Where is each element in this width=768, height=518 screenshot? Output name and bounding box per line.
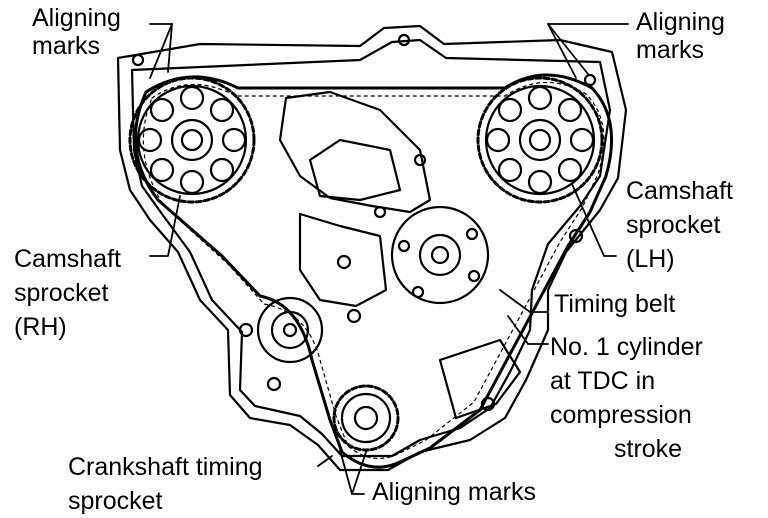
timing-belt-teeth <box>142 81 605 460</box>
label-camshaft-sprocket-lh: Camshaft sprocket (LH) <box>626 174 733 276</box>
label-aligning-marks-top-left: Aligning marks <box>32 4 121 60</box>
bolt <box>480 396 496 412</box>
engine-casting-detail-2 <box>298 212 388 308</box>
bolt <box>583 73 597 87</box>
label-line: Camshaft <box>626 177 733 205</box>
crankshaft-sprocket <box>332 384 400 452</box>
label-aligning-marks-top-right: Aligning marks <box>636 8 725 64</box>
engine-casting-detail <box>308 138 402 202</box>
label-line: stroke <box>614 435 683 463</box>
bolt <box>336 254 352 270</box>
label-crankshaft-sprocket: Crankshaft timing sprocket <box>68 450 263 518</box>
engine-cover-inner <box>130 38 612 458</box>
bolt <box>397 33 411 47</box>
lower-casting <box>438 338 522 420</box>
label-line: Aligning <box>32 4 121 32</box>
water-pump <box>390 205 490 305</box>
label-camshaft-sprocket-rh: Camshaft sprocket (RH) <box>14 242 121 344</box>
bolt <box>266 376 282 392</box>
bolt <box>413 153 427 167</box>
label-line: Crankshaft timing <box>68 453 263 481</box>
belt-tensioner <box>256 296 324 364</box>
label-aligning-marks-bottom: Aligning marks <box>372 478 536 506</box>
engine-casting <box>278 90 432 214</box>
leader-lines <box>149 23 629 495</box>
label-tdc-note: No. 1 cylinder at TDC in compression str… <box>550 330 703 466</box>
label-line: sprocket <box>626 211 721 239</box>
label-line: Aligning <box>636 8 725 36</box>
bolt <box>131 53 145 67</box>
engine-cover-outline <box>116 24 628 472</box>
label-line: sprocket <box>68 487 163 515</box>
label-line: marks <box>636 36 705 64</box>
label-line: Aligning marks <box>372 478 536 506</box>
label-line: marks <box>32 32 101 60</box>
label-line: compression <box>550 401 692 429</box>
label-line: No. 1 cylinder <box>550 333 703 361</box>
label-timing-belt: Timing belt <box>554 290 675 318</box>
camshaft-sprocket-rh <box>128 76 256 204</box>
label-line: sprocket <box>14 279 109 307</box>
bolt <box>568 228 584 244</box>
label-line: (RH) <box>14 313 67 341</box>
camshaft-sprocket-lh <box>476 76 604 204</box>
label-line: Timing belt <box>554 290 676 318</box>
label-line: at TDC in <box>550 367 656 395</box>
bolt <box>346 308 362 324</box>
timing-belt <box>134 73 613 469</box>
bolt <box>373 205 387 219</box>
label-line: Camshaft <box>14 245 121 273</box>
bolt <box>238 322 254 338</box>
label-line: (LH) <box>626 245 675 273</box>
